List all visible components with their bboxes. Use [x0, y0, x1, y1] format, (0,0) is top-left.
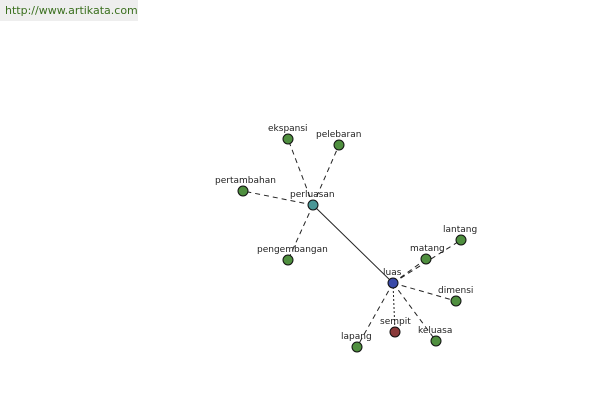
- node-matang[interactable]: matang: [410, 244, 445, 265]
- node-pelebaran[interactable]: pelebaran: [316, 130, 361, 151]
- node-marker-sempit[interactable]: [389, 326, 401, 338]
- node-pertambahan[interactable]: pertambahan: [215, 176, 276, 197]
- node-marker-dimensi[interactable]: [450, 295, 462, 307]
- node-label-keluasa[interactable]: keluasa: [418, 326, 452, 336]
- node-luas[interactable]: luas: [383, 268, 402, 289]
- node-dimensi[interactable]: dimensi: [438, 286, 473, 307]
- node-keluasa[interactable]: keluasa: [418, 326, 452, 347]
- edge-perluasan-luas: [312, 204, 394, 284]
- node-label-matang[interactable]: matang: [410, 244, 445, 254]
- node-ekspansi[interactable]: ekspansi: [268, 124, 308, 145]
- node-label-lantang[interactable]: lantang: [443, 225, 477, 235]
- node-lapang[interactable]: lapang: [341, 332, 372, 353]
- edge-perluasan-pengembangan: [287, 204, 314, 261]
- node-label-pelebaran[interactable]: pelebaran: [316, 130, 361, 140]
- edge-perluasan-ekspansi: [287, 138, 314, 206]
- graph-edges: [242, 138, 462, 348]
- node-sempit[interactable]: sempit: [380, 317, 411, 338]
- edge-luas-sempit: [392, 282, 396, 333]
- edge-luas-matang: [392, 258, 427, 284]
- node-label-pertambahan[interactable]: pertambahan: [215, 176, 276, 186]
- node-marker-pengembangan[interactable]: [282, 254, 294, 266]
- edge-perluasan-pelebaran: [312, 144, 340, 206]
- node-label-luas[interactable]: luas: [383, 268, 402, 278]
- node-marker-lapang[interactable]: [351, 341, 363, 353]
- node-label-perluasan[interactable]: perluasan: [290, 190, 335, 200]
- source-url-link[interactable]: http://www.artikata.com: [0, 0, 138, 21]
- edge-luas-lapang: [356, 282, 394, 348]
- node-perluasan[interactable]: perluasan: [290, 190, 335, 211]
- node-marker-perluasan[interactable]: [307, 199, 319, 211]
- node-marker-ekspansi[interactable]: [282, 133, 294, 145]
- node-marker-pelebaran[interactable]: [333, 139, 345, 151]
- node-label-dimensi[interactable]: dimensi: [438, 286, 473, 296]
- edge-luas-dimensi: [392, 282, 457, 302]
- node-label-lapang[interactable]: lapang: [341, 332, 372, 342]
- node-marker-luas[interactable]: [387, 277, 399, 289]
- node-label-pengembangan[interactable]: pengembangan: [257, 245, 328, 255]
- node-marker-matang[interactable]: [420, 253, 432, 265]
- node-pengembangan[interactable]: pengembangan: [257, 245, 328, 266]
- node-marker-pertambahan[interactable]: [237, 185, 249, 197]
- edge-perluasan-pertambahan: [242, 190, 314, 206]
- node-label-ekspansi[interactable]: ekspansi: [268, 124, 308, 134]
- node-lantang[interactable]: lantang: [443, 225, 477, 246]
- node-label-sempit[interactable]: sempit: [380, 317, 411, 327]
- edge-luas-keluasa: [392, 282, 437, 342]
- node-marker-keluasa[interactable]: [430, 335, 442, 347]
- graph-nodes: perluasan luas ekspansi pelebaran pertambaha…: [215, 124, 477, 353]
- node-marker-lantang[interactable]: [455, 234, 467, 246]
